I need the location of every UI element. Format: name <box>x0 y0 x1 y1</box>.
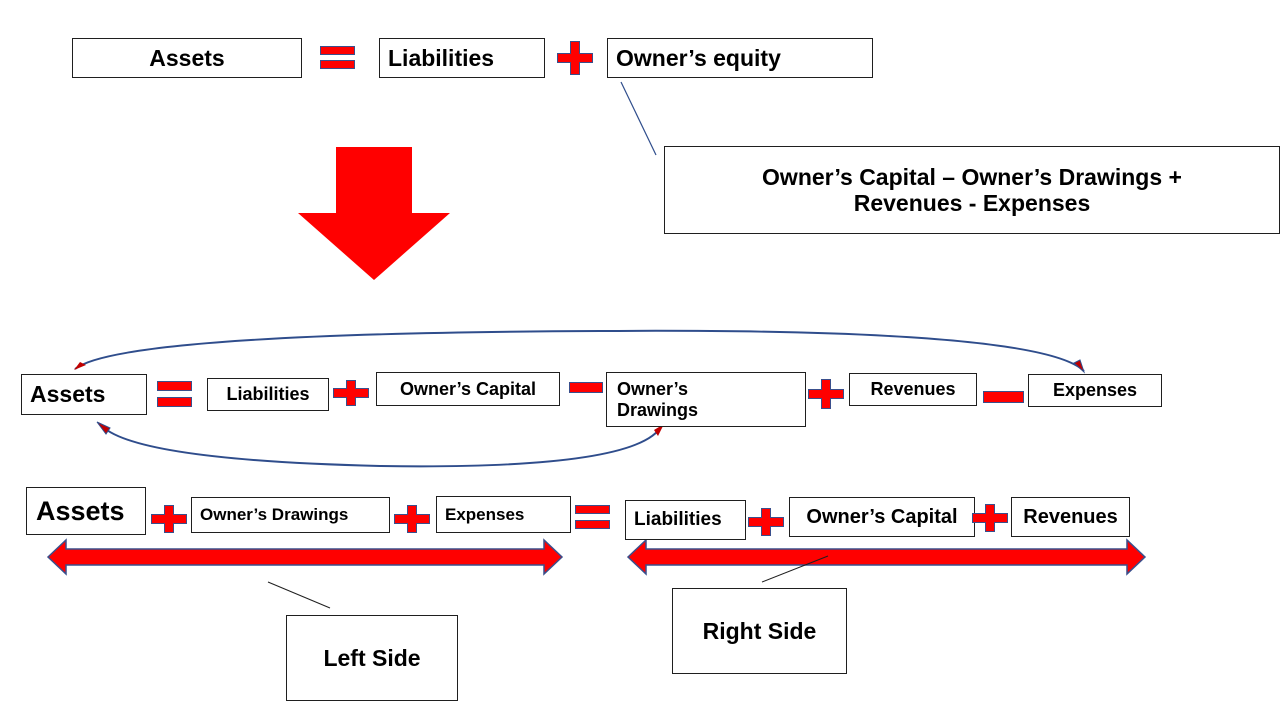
eq3-expenses-box: Expenses <box>436 496 571 533</box>
eq2-minus-1-icon <box>569 382 603 393</box>
equity-expansion-box: Owner’s Capital – Owner’s Drawings + Rev… <box>664 146 1280 234</box>
eq2-minus-2-icon <box>983 391 1024 403</box>
eq3-assets-box: Assets <box>26 487 146 535</box>
eq2-liabilities-box: Liabilities <box>207 378 329 411</box>
eq2-owners-drawings-label: Owner’s Drawings <box>617 378 699 420</box>
eq3-assets-label: Assets <box>36 495 125 526</box>
eq2-equals-icon <box>157 381 192 407</box>
right-side-callout-line <box>761 555 829 583</box>
eq2-liabilities-label: Liabilities <box>226 384 310 404</box>
eq1-equals-icon <box>320 46 355 70</box>
eq2-revenues-label: Revenues <box>870 379 956 399</box>
right-side-label: Right Side <box>702 617 817 644</box>
right-side-label-box: Right Side <box>672 588 847 674</box>
eq2-revenues-box: Revenues <box>849 373 977 406</box>
left-side-label-box: Left Side <box>286 615 458 701</box>
top-arc-tail-icon <box>74 362 86 370</box>
down-arrow-icon <box>298 147 450 280</box>
eq2-plus-1-icon <box>333 380 369 406</box>
left-side-label: Left Side <box>323 644 421 671</box>
eq3-equals-icon <box>575 505 610 529</box>
eq3-expenses-label: Expenses <box>445 504 525 524</box>
eq2-expenses-label: Expenses <box>1052 380 1138 400</box>
eq2-assets-box: Assets <box>21 374 147 415</box>
left-side-callout-line <box>267 581 331 609</box>
bottom-arc-arrowhead-icon <box>96 421 111 435</box>
eq3-owners-capital-box: Owner’s Capital <box>789 497 975 537</box>
eq3-plus-4-icon <box>972 504 1008 532</box>
eq1-owners-equity-box: Owner’s equity <box>607 38 873 78</box>
eq3-plus-1-icon <box>151 505 187 533</box>
eq1-liabilities-label: Liabilities <box>388 44 495 71</box>
bottom-arc-tail-icon <box>654 424 664 436</box>
bottom-arc <box>99 423 663 468</box>
eq3-liabilities-box: Liabilities <box>625 500 746 540</box>
top-arc-arrowhead-icon <box>1073 359 1086 374</box>
eq2-owners-drawings-box: Owner’s Drawings <box>606 372 806 427</box>
left-side-double-arrow-icon <box>46 538 564 576</box>
eq3-plus-2-icon <box>394 505 430 533</box>
eq1-plus-icon <box>557 41 593 75</box>
eq3-revenues-box: Revenues <box>1011 497 1130 537</box>
eq1-assets-box: Assets <box>72 38 302 78</box>
eq1-assets-label: Assets <box>149 44 225 71</box>
eq2-owners-capital-box: Owner’s Capital <box>376 372 560 406</box>
eq1-liabilities-box: Liabilities <box>379 38 545 78</box>
eq1-owners-equity-label: Owner’s equity <box>616 44 781 71</box>
top-arc <box>74 329 1085 372</box>
eq3-liabilities-label: Liabilities <box>634 509 722 530</box>
eq3-revenues-label: Revenues <box>1023 505 1118 528</box>
eq3-plus-3-icon <box>748 508 784 536</box>
eq2-assets-label: Assets <box>30 381 106 407</box>
equity-callout-line <box>620 81 657 156</box>
eq3-owners-drawings-box: Owner’s Drawings <box>191 497 390 533</box>
eq2-owners-capital-label: Owner’s Capital <box>399 378 537 399</box>
eq2-plus-2-icon <box>808 379 844 409</box>
eq3-owners-drawings-label: Owner’s Drawings <box>200 505 349 524</box>
eq2-expenses-box: Expenses <box>1028 374 1162 407</box>
right-side-double-arrow-icon <box>626 538 1147 576</box>
equity-expansion-label: Owner’s Capital – Owner’s Drawings + Rev… <box>762 163 1182 216</box>
eq3-owners-capital-label: Owner’s Capital <box>806 505 958 528</box>
